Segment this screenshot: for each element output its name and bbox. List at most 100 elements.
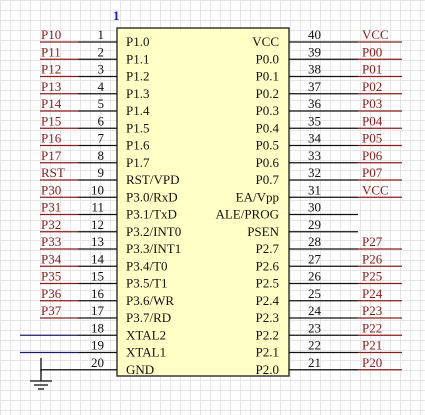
pin-name-5: P1.4 [126,103,150,118]
net-label-p13: P13 [41,79,61,94]
pin-number-32: 32 [308,165,321,180]
pin-number-16: 16 [91,286,105,301]
pin-name-10: P3.0/RxD [126,189,178,204]
pin-number-21: 21 [308,355,321,370]
net-label-rst: RST [41,165,65,180]
pin-name-30: ALE/PROG [215,207,279,222]
pin-number-37: 37 [308,79,322,94]
pin-number-8: 8 [98,148,105,163]
pin-name-39: P0.0 [256,51,279,66]
pin-name-23: P2.2 [256,327,279,342]
pin-number-33: 33 [308,148,321,163]
pin-name-19: XTAL1 [126,345,166,360]
pin-number-15: 15 [91,269,104,284]
ground-icon [30,358,52,390]
net-label-p32: P32 [41,217,61,232]
pin-number-12: 12 [91,217,104,232]
net-label-p01-pin38: P01 [362,62,382,77]
net-label-p31: P31 [41,200,61,215]
pin-number-6: 6 [98,113,105,128]
pin-name-13: P3.3/INT1 [126,241,181,256]
net-label-p04-pin35: P04 [362,113,383,128]
pin-name-14: P3.4/T0 [126,258,168,273]
pin-name-35: P0.4 [256,120,280,135]
net-label-p02-pin37: P02 [362,79,382,94]
net-label-p25-pin26: P25 [362,269,382,284]
pin-name-15: P3.5/T1 [126,276,168,291]
net-label-p16: P16 [41,131,62,146]
net-label-p24-pin25: P24 [362,286,383,301]
net-label-vcc-pin31: VCC [362,182,389,197]
pin-number-35: 35 [308,113,321,128]
pin-name-17: P3.7/RD [126,310,171,325]
wires-layer [20,41,402,372]
net-label-p10: P10 [41,27,61,42]
pin-number-11: 11 [91,200,104,215]
net-label-p22-pin23: P22 [362,320,382,335]
pin-number-25: 25 [308,286,321,301]
net-label-p07-pin32: P07 [362,165,383,180]
pin-name-7: P1.6 [126,138,150,153]
pin-number-1: 1 [98,27,105,42]
net-label-p37: P37 [41,303,62,318]
pin-name-37: P0.2 [256,86,279,101]
pin-name-12: P3.2/INT0 [126,224,181,239]
pin-name-31: EA/Vpp [236,189,279,204]
pin-number-26: 26 [308,269,322,284]
pin-number-31: 31 [308,182,321,197]
chip-body[interactable] [116,27,290,377]
net-label-p36: P36 [41,286,62,301]
pin-name-6: P1.5 [126,120,149,135]
pin-name-36: P0.3 [256,103,279,118]
pin-number-36: 36 [308,96,322,111]
pin-number-5: 5 [98,96,105,111]
net-label-p12: P12 [41,62,61,77]
net-label-vcc-pin40: VCC [362,27,389,42]
net-label-p35: P35 [41,269,61,284]
pin-name-2: P1.1 [126,51,149,66]
pin-number-17: 17 [91,303,105,318]
pin-name-4: P1.3 [126,86,149,101]
pin-number-13: 13 [91,234,104,249]
pin-number-23: 23 [308,320,321,335]
pin-number-29: 29 [308,217,321,232]
pin-name-24: P2.3 [256,310,279,325]
net-label-p03-pin36: P03 [362,96,382,111]
pin-number-24: 24 [308,303,322,318]
pin-number-38: 38 [308,62,321,77]
pin-number-20: 20 [91,355,104,370]
pin-name-3: P1.2 [126,69,149,84]
pin-name-33: P0.6 [256,155,280,170]
pin-name-9: RST/VPD [126,172,179,187]
pin-name-26: P2.5 [256,276,279,291]
pin-number-27: 27 [308,251,322,266]
pin-name-27: P2.6 [256,258,280,273]
net-label-p05-pin34: P05 [362,131,382,146]
pin-name-29: PSEN [247,224,279,239]
pin-number-28: 28 [308,234,321,249]
net-label-p20-pin21: P20 [362,355,382,370]
pin-number-34: 34 [308,131,322,146]
pin-number-7: 7 [98,131,105,146]
pin-number-14: 14 [91,251,105,266]
pin-number-9: 9 [98,165,105,180]
pin-number-39: 39 [308,44,321,59]
pin-name-11: P3.1/TxD [126,207,177,222]
net-label-p11: P11 [41,44,61,59]
net-label-p14: P14 [41,96,62,111]
pin-number-4: 4 [98,79,105,94]
net-label-p23-pin24: P23 [362,303,382,318]
net-label-p30: P30 [41,182,61,197]
pin-name-20: GND [126,362,154,377]
pin-name-8: P1.7 [126,155,150,170]
pin-number-19: 19 [91,338,104,353]
pin-name-32: P0.7 [256,172,280,187]
pin-name-16: P3.6/WR [126,293,174,308]
net-label-p26-pin27: P26 [362,251,383,266]
wire-gnd[interactable] [40,369,78,372]
net-label-p15: P15 [41,113,61,128]
pin-name-34: P0.5 [256,138,279,153]
pin-name-28: P2.7 [256,241,280,256]
pin-number-10: 10 [91,182,104,197]
